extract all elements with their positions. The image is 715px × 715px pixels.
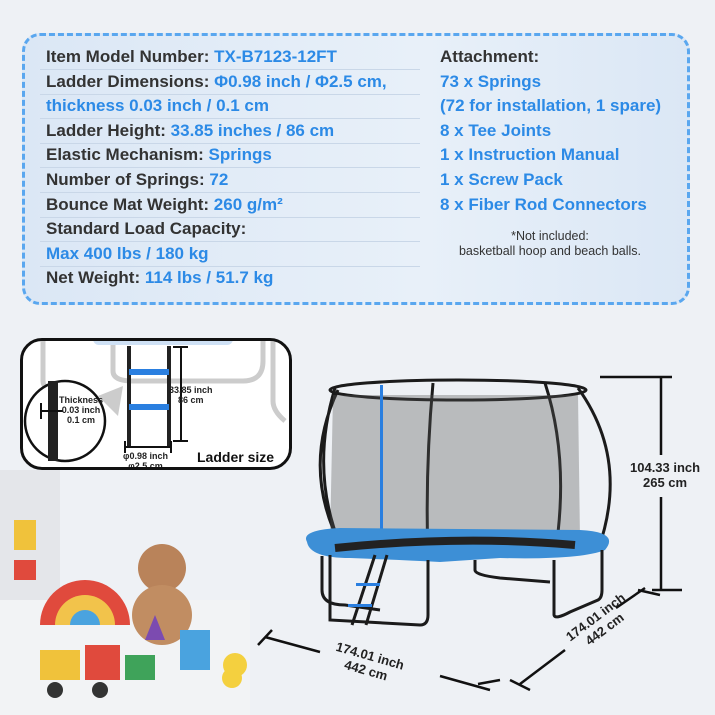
- spec-row: Item Model Number: TX-B7123-12FT: [46, 47, 337, 67]
- spec-value: thickness 0.03 inch / 0.1 cm: [46, 96, 270, 116]
- width-dimension: 174.01 inch 442 cm: [563, 590, 637, 656]
- attachment-item: 1 x Screw Pack: [440, 170, 563, 189]
- row-divider: [40, 167, 420, 169]
- thickness-inch: 0.03 inch: [61, 405, 101, 415]
- attachment-item: 8 x Fiber Rod Connectors: [440, 194, 647, 214]
- row-divider: [40, 216, 420, 218]
- spec-row: Elastic Mechanism: Springs: [46, 145, 272, 165]
- height-dimension-cm: 265 cm: [643, 475, 688, 490]
- ladder-illustration: [23, 341, 287, 463]
- spec-value: TX-B7123-12FT: [214, 47, 337, 66]
- spec-row: Net Weight: 114 lbs / 51.7 kg: [46, 268, 273, 288]
- spec-label: Number of Springs:: [46, 170, 210, 189]
- row-divider: [40, 142, 420, 144]
- spec-value: Springs: [208, 145, 272, 165]
- length-dimension: 174.01 inch 442 cm: [330, 639, 406, 687]
- height-dimension-inch: 104.33 inch: [630, 460, 701, 475]
- spec-label: Net Weight:: [46, 268, 145, 288]
- dimension-lines: [257, 375, 682, 692]
- spec-row: Bounce Mat Weight: 260 g/m²: [46, 195, 283, 215]
- spec-card: [22, 33, 690, 305]
- thickness-label: Thickness 0.03 inch 0.1 cm: [59, 395, 103, 425]
- spec-row: Max 400 lbs / 180 kg: [46, 244, 209, 264]
- diameter-inch: φ0.98 inch: [123, 451, 168, 461]
- spec-label: Item Model Number:: [46, 47, 215, 66]
- spec-row: Ladder Dimensions: Φ0.98 inch / Φ2.5 cm,: [46, 72, 387, 92]
- not-included-note: *Not included: basketball hoop and beach…: [420, 229, 680, 259]
- attachment-item: 1 x Instruction Manual: [440, 145, 620, 165]
- ladder-height-label: 33.85 inch 86 cm: [169, 385, 213, 405]
- spec-value: 260 g/m²: [213, 194, 283, 214]
- attachment-item: 8 x Tee Joints: [440, 120, 552, 140]
- spec-label: Bounce Mat Weight:: [46, 194, 214, 214]
- spec-label: Ladder Height:: [46, 120, 171, 140]
- spec-label: Elastic Mechanism:: [46, 145, 209, 165]
- spec-row: Number of Springs: 72: [46, 170, 228, 190]
- spec-row: Standard Load Capacity:: [46, 219, 246, 239]
- spec-label: Standard Load Capacity:: [46, 219, 247, 239]
- row-divider: [40, 241, 420, 243]
- ladder-diameter-label: φ0.98 inch φ2.5 cm: [123, 451, 168, 470]
- height-cm: 86 cm: [178, 395, 204, 405]
- note-line-1: *Not included:: [511, 229, 589, 243]
- spec-value: 72: [209, 170, 229, 189]
- row-divider: [40, 265, 420, 267]
- spec-row: thickness 0.03 inch / 0.1 cm: [46, 96, 269, 116]
- thickness-title: Thickness: [59, 395, 104, 405]
- ladder-size-title: Ladder size: [197, 449, 275, 465]
- attachment-title: Attachment:: [440, 47, 540, 66]
- ladder-size-inset: Thickness 0.03 inch 0.1 cm 33.85 inch 86…: [20, 338, 292, 470]
- row-divider: [40, 69, 420, 70]
- row-divider: [40, 93, 420, 95]
- spec-value: Max 400 lbs / 180 kg: [46, 243, 209, 263]
- toys-decoration: [0, 470, 250, 715]
- height-dimension: 104.33 inch 265 cm: [630, 460, 700, 490]
- spec-value: Φ0.98 inch / Φ2.5 cm,: [214, 71, 387, 91]
- spec-row: Ladder Height: 33.85 inches / 86 cm: [46, 121, 334, 141]
- note-line-2: basketball hoop and beach balls.: [458, 244, 642, 258]
- thickness-cm: 0.1 cm: [67, 415, 96, 425]
- spec-value: 114 lbs / 51.7 kg: [144, 268, 274, 288]
- diameter-cm: φ2.5 cm: [128, 461, 163, 470]
- spec-label: Ladder Dimensions:: [46, 71, 215, 91]
- row-divider: [40, 192, 420, 193]
- spec-value: 33.85 inches / 86 cm: [170, 120, 335, 140]
- row-divider: [40, 118, 420, 120]
- height-inch: 33.85 inch: [169, 385, 213, 395]
- attachment-item: (72 for installation, 1 spare): [440, 96, 662, 116]
- attachment-item: 73 x Springs: [440, 71, 542, 91]
